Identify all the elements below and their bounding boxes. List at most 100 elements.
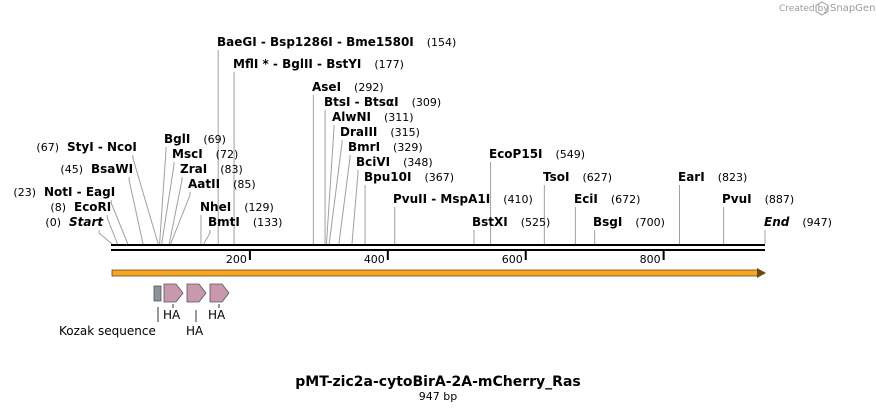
site-name: Bpu10I — [364, 170, 411, 184]
site-aatii[interactable]: AatII (85) — [188, 177, 256, 191]
site-ecori[interactable]: EcoRI (8) — [50, 200, 111, 214]
site-start[interactable]: Start (0) — [45, 215, 104, 229]
site-position: (45) — [60, 163, 83, 176]
site-pvuii[interactable]: PvuII - MspA1I (410) — [393, 192, 533, 206]
site-position: (700) — [635, 216, 665, 229]
site-end[interactable]: End(947) — [764, 215, 832, 229]
site-name: NheI — [200, 200, 231, 214]
site-bmri[interactable]: BmrI (329) — [348, 140, 423, 154]
site-position: (311) — [384, 111, 414, 124]
site-leader — [325, 125, 335, 245]
site-noti[interactable]: NotI - EagI (23) — [13, 185, 115, 199]
site-position: (0) — [45, 216, 61, 229]
site-ecii[interactable]: EciI(672) — [574, 192, 640, 206]
site-position: (85) — [233, 178, 256, 191]
site-name: BstXI — [472, 215, 508, 229]
site-mfli[interactable]: MflI * - BglII - BstYI (177) — [233, 57, 404, 71]
site-nhei[interactable]: NheI(129) — [200, 200, 274, 214]
site-name: BsgI — [593, 215, 622, 229]
site-position: (8) — [50, 201, 66, 214]
ha-label-1: HA — [163, 308, 181, 322]
site-name: MscI — [172, 147, 203, 161]
site-bstxi[interactable]: BstXI (525) — [472, 215, 550, 229]
site-name: BciVI — [356, 155, 390, 169]
site-name: BaeGI - Bsp1286I - Bme1580I — [217, 35, 414, 49]
site-name: End — [764, 215, 790, 229]
site-bsawi[interactable]: BsaWI(45) — [60, 162, 133, 176]
site-position: (72) — [216, 148, 239, 161]
site-leader — [170, 192, 191, 245]
site-leader — [159, 147, 167, 245]
site-leader — [106, 215, 118, 245]
plasmid-name: pMT-zic2a-cytoBirA-2A-mCherry_Ras — [295, 374, 580, 390]
site-styi[interactable]: StyI - NcoI(67) — [36, 140, 136, 154]
site-leader-lines — [98, 50, 766, 245]
ha-feature-2[interactable] — [186, 283, 207, 303]
site-name: MflI * - BglII - BstYI — [233, 57, 361, 71]
site-position: (410) — [503, 193, 533, 206]
site-bpu10i[interactable]: Bpu10I(367) — [364, 170, 454, 184]
site-name: BmtI — [208, 215, 240, 229]
site-tsoi[interactable]: TsoI(627) — [543, 170, 612, 184]
site-position: (823) — [718, 171, 748, 184]
site-alwni[interactable]: AlwNI (311) — [332, 110, 414, 124]
kozak-feature[interactable] — [153, 285, 162, 302]
site-baegi[interactable]: BaeGI - Bsp1286I - Bme1580I(154) — [217, 35, 456, 49]
credit-brand: SnapGene — [830, 3, 876, 14]
site-name: PvuI — [722, 192, 752, 206]
site-position: (133) — [253, 216, 283, 229]
site-name: EcoRI — [74, 200, 111, 214]
site-name: PvuII - MspA1I — [393, 192, 490, 206]
site-pvui[interactable]: PvuI(887) — [722, 192, 794, 206]
ruler-tick-label: 800 — [640, 253, 661, 266]
site-name: EciI — [574, 192, 598, 206]
site-position: (309) — [412, 96, 442, 109]
site-position: (525) — [521, 216, 551, 229]
site-name: AlwNI — [332, 110, 371, 124]
site-leader — [168, 177, 183, 245]
site-asei[interactable]: AseI (292) — [312, 80, 384, 94]
site-draiii[interactable]: DraIII (315) — [340, 125, 420, 139]
site-name: StyI - NcoI — [67, 140, 137, 154]
site-bmti[interactable]: BmtI (133) — [208, 215, 282, 229]
site-position: (177) — [374, 58, 404, 71]
ha-label-3: HA — [208, 308, 226, 322]
site-leader — [338, 155, 351, 245]
ruler-tick-label: 400 — [364, 253, 385, 266]
site-position: (23) — [13, 186, 36, 199]
restriction-site-labels: BaeGI - Bsp1286I - Bme1580I(154) MflI * -… — [13, 35, 832, 229]
kozak-label: Kozak sequence — [59, 324, 156, 338]
site-position: (329) — [393, 141, 423, 154]
site-name: AseI — [312, 80, 341, 94]
site-position: (292) — [354, 81, 384, 94]
site-name: AatII — [188, 177, 220, 191]
site-btsi[interactable]: BtsI - BtsαI(309) — [324, 95, 441, 109]
site-leader — [328, 140, 343, 245]
ha-feature-3[interactable] — [209, 283, 230, 303]
site-msci[interactable]: MscI (72) — [172, 147, 238, 161]
site-bgli[interactable]: BglI(69) — [164, 132, 226, 146]
ha-feature-1[interactable] — [163, 283, 184, 303]
site-name: Start — [69, 215, 104, 229]
site-name: NotI - EagI — [44, 185, 115, 199]
site-bsgi[interactable]: BsgI (700) — [593, 215, 665, 229]
site-name: DraIII — [340, 125, 377, 139]
snapgene-logo-icon — [815, 1, 829, 16]
orf-arrow[interactable] — [111, 268, 766, 278]
site-leader — [132, 155, 159, 245]
site-name: EcoP15I — [489, 147, 543, 161]
site-name: BmrI — [348, 140, 380, 154]
site-position: (627) — [582, 171, 612, 184]
feature-track: Kozak sequence HA HA HA — [59, 283, 230, 338]
site-position: (315) — [390, 126, 420, 139]
site-zrai[interactable]: ZraI(83) — [180, 162, 243, 176]
site-leader — [203, 230, 211, 245]
site-bcivi[interactable]: BciVI(348) — [356, 155, 433, 169]
site-position: (69) — [203, 133, 226, 146]
site-position: (83) — [220, 163, 243, 176]
site-ecop15i[interactable]: EcoP15I(549) — [489, 147, 585, 161]
site-name: EarI — [678, 170, 705, 184]
site-eari[interactable]: EarI (823) — [678, 170, 747, 184]
